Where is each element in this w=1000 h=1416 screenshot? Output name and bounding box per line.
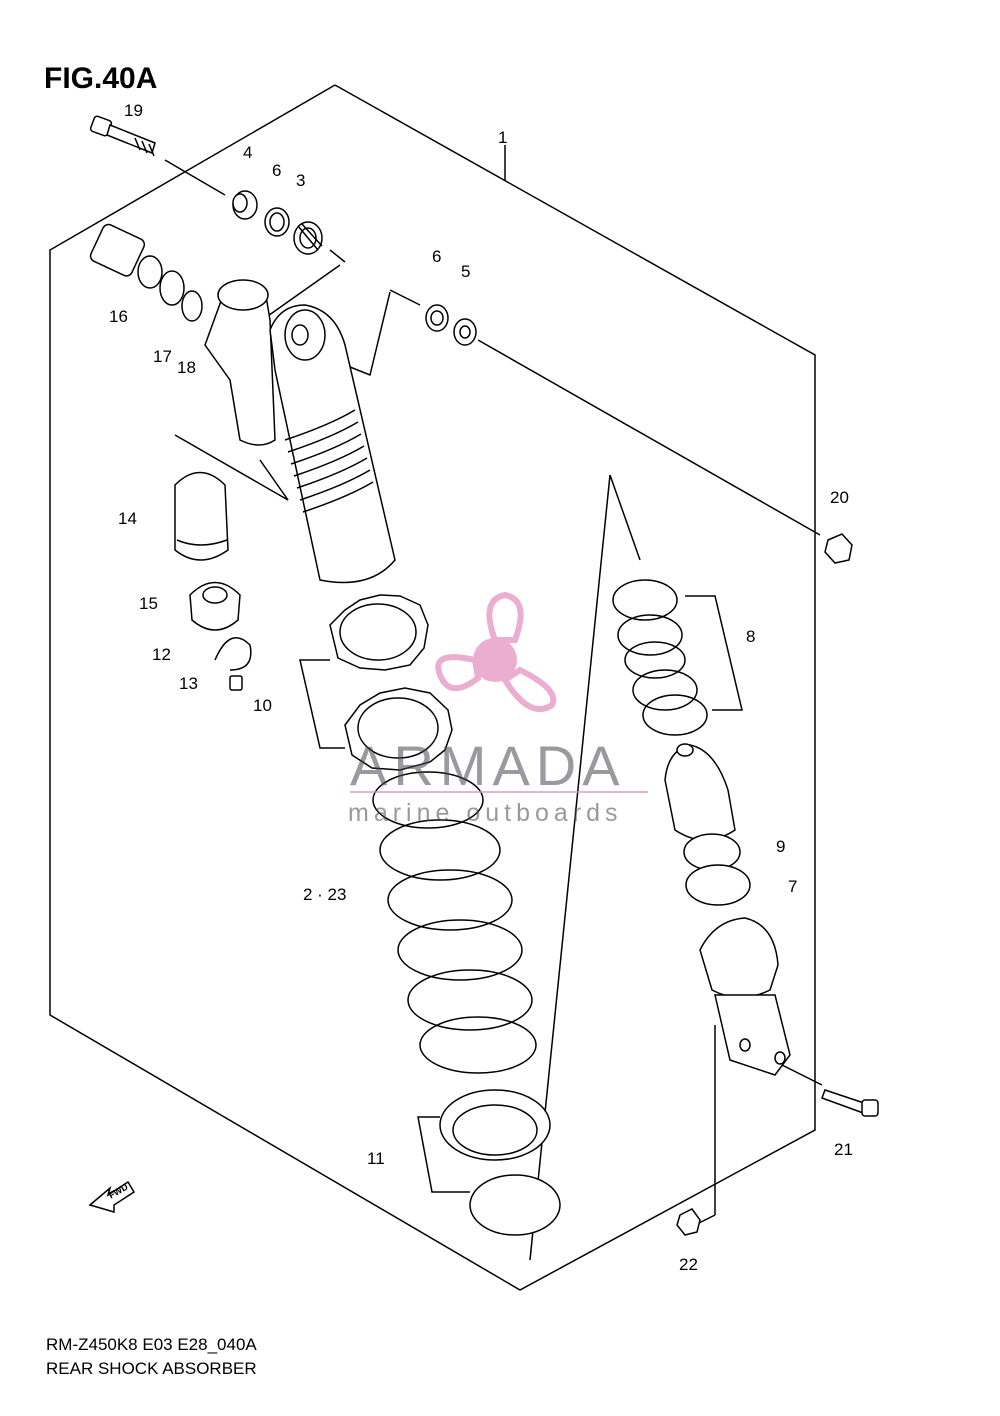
valve-13: [229, 675, 243, 691]
bump-stop: [664, 744, 736, 841]
callout-20: 20: [830, 488, 849, 507]
callout-11: 11: [367, 1149, 385, 1168]
callout-8: 8: [746, 627, 756, 646]
bladder-14: [174, 471, 229, 561]
callout-4: 4: [243, 143, 253, 162]
spring-2-23: [372, 771, 537, 1074]
o-ring-17: [159, 270, 185, 306]
callout-22: 22: [679, 1255, 698, 1274]
callout-18: 18: [177, 358, 196, 377]
nut-20: [824, 533, 853, 564]
figure-name: REAR SHOCK ABSORBER: [46, 1359, 257, 1378]
armada-logo-icon: [435, 591, 557, 712]
figure-code: RM-Z450K8 E03 E28_040A: [46, 1335, 257, 1354]
callout-15: 15: [139, 594, 158, 613]
adjuster-16: [89, 223, 146, 277]
shock-body: [204, 279, 396, 584]
nut-22: [676, 1208, 701, 1236]
callout-10: 10: [253, 696, 272, 715]
callout-6: 6: [272, 161, 282, 180]
callout-19: 19: [124, 101, 143, 120]
callout-9: 9: [776, 837, 786, 856]
retainer-ring-11: [469, 1174, 561, 1236]
callout-12: 12: [152, 645, 171, 664]
watermark-name: ARMADA: [350, 734, 626, 797]
ring-7: [685, 864, 751, 906]
o-ring-18: [181, 290, 203, 322]
callout-7: 7: [788, 877, 798, 896]
callout-16: 16: [109, 307, 128, 326]
spring-seat-8a: [612, 579, 678, 621]
assembly-boundary: [49, 84, 816, 1291]
callout-3: 3: [296, 171, 306, 190]
callout-6b: 6: [432, 247, 442, 266]
callout-17: 17: [153, 347, 172, 366]
stop-ring-12: [214, 636, 252, 671]
callout-13: 13: [179, 674, 198, 693]
figure-title: FIG.40A: [44, 62, 158, 95]
callout-2-23: 2 · 23: [303, 885, 347, 904]
fwd-arrow-icon: [88, 1180, 136, 1213]
callout-5: 5: [461, 262, 471, 281]
callout-1: 1: [498, 128, 508, 147]
bolt-19: [89, 115, 156, 157]
callout-14: 14: [118, 509, 137, 528]
watermark-subtitle: marine outboards: [348, 799, 623, 827]
callout-21: 21: [834, 1140, 853, 1159]
lower-body: [699, 917, 779, 999]
